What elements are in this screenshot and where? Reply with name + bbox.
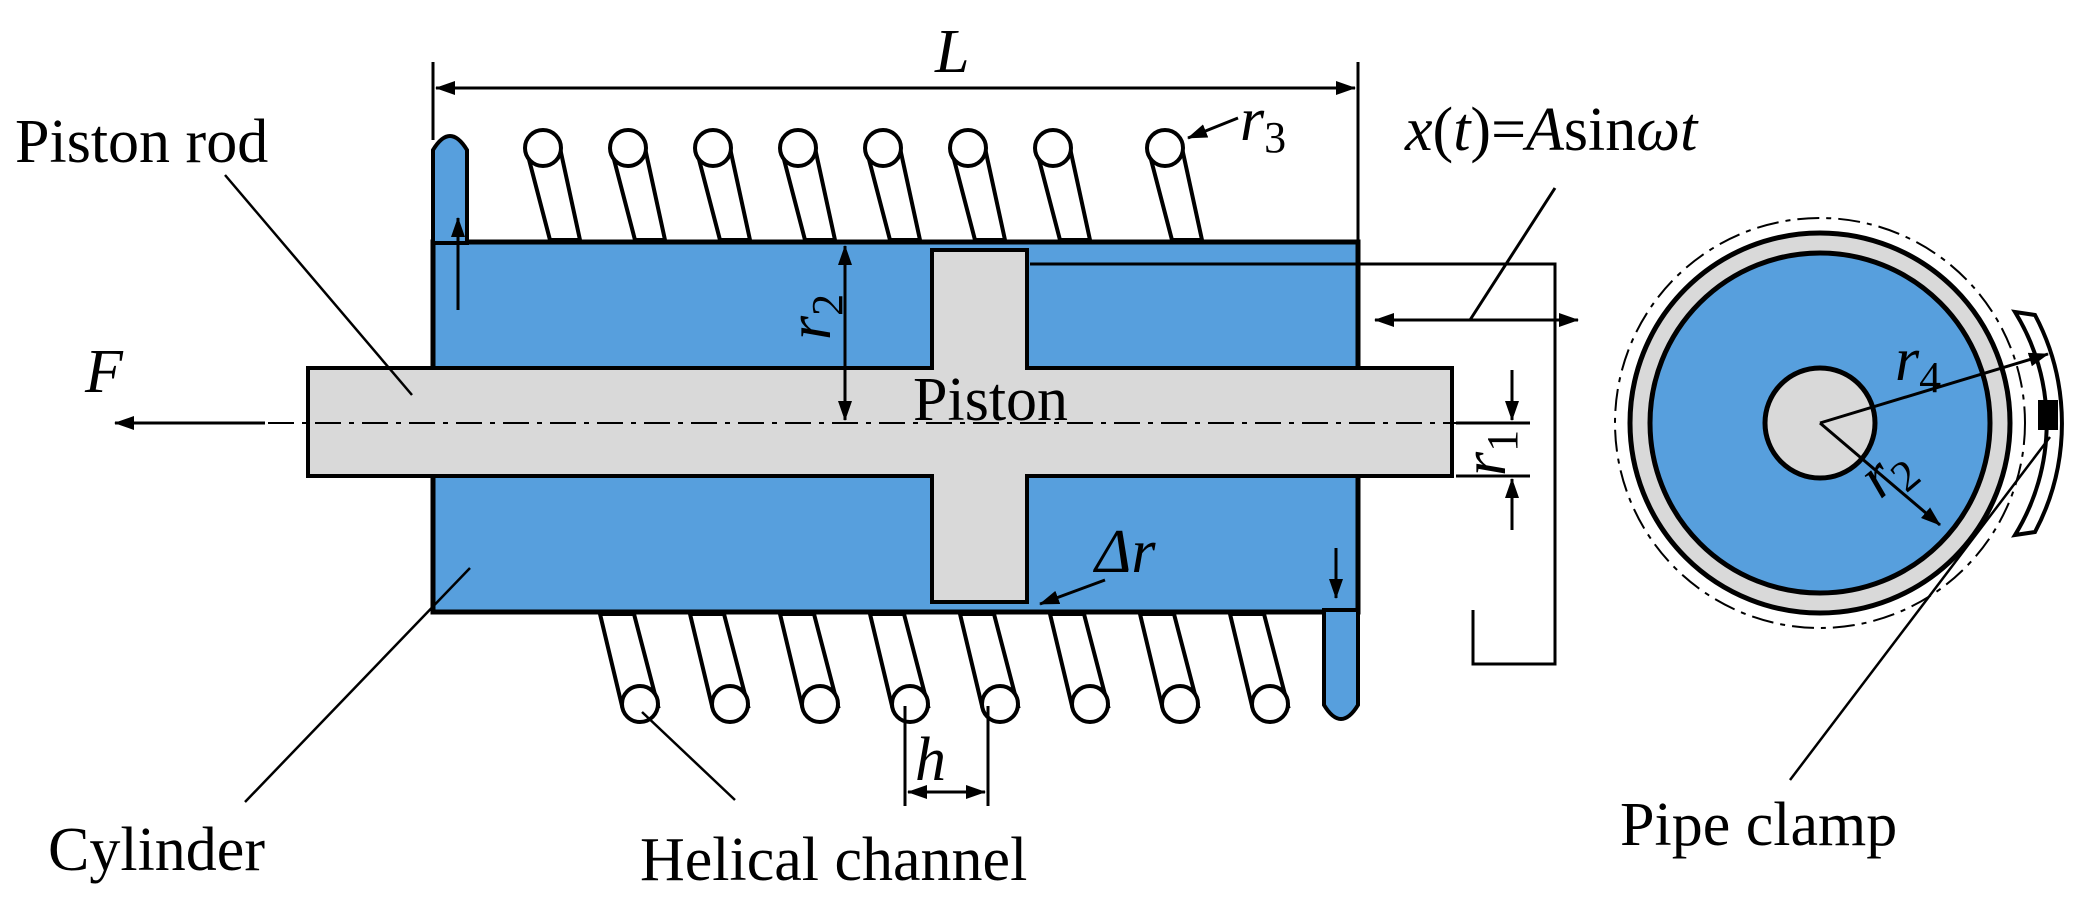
coil-sections-top (523, 128, 1185, 168)
channel-outlet (1322, 608, 1360, 721)
helical-channel-label: Helical channel (640, 826, 1027, 894)
piston-rod-and-piston (306, 248, 1454, 604)
excitation-bracket (1030, 187, 1579, 666)
length-symbol: L (934, 18, 969, 86)
r1-dimension (1456, 370, 1530, 530)
cross-section (1614, 217, 2064, 781)
pitch-symbol: h (915, 726, 946, 794)
force-symbol: F (84, 338, 124, 406)
helical-channel-top (523, 128, 1205, 242)
r3-label: r3 (1240, 86, 1286, 162)
svg-text:r2: r2 (776, 294, 852, 340)
piston-rod-label: Piston rod (15, 108, 268, 176)
clamp-centerline-circle (1614, 217, 2026, 629)
gap-leader (1039, 578, 1106, 606)
piston-rod-leader (224, 174, 413, 396)
r2-label-rotated: r2 (776, 294, 852, 340)
coil-tubes-bottom (597, 612, 1291, 708)
piston-assembly (306, 248, 1454, 604)
svg-text:r1: r1 (1451, 430, 1527, 476)
piston-label: Piston (913, 366, 1068, 434)
channel-inlet (431, 134, 469, 245)
r3-leader (1187, 116, 1239, 140)
pitch-dimension (903, 706, 990, 806)
length-dimension (431, 62, 1360, 240)
gap-symbol: Δr (1092, 518, 1156, 586)
helical-channel-bottom (597, 612, 1291, 724)
cylinder-label: Cylinder (48, 816, 265, 884)
r1-label-rotated: r1 (1451, 430, 1527, 476)
helical-channel-leader (641, 711, 736, 801)
excitation-formula: x(t)=Asinωt (1404, 96, 1699, 164)
cylinder-leader (244, 567, 471, 803)
pipe-clamp-tab (2038, 400, 2058, 430)
pipe-clamp-label: Pipe clamp (1620, 791, 1897, 859)
r4-label: r4 (1895, 326, 1941, 402)
label-leaders (224, 174, 736, 803)
r4-arrow (1819, 352, 2049, 425)
r2-section-arrow (1819, 421, 1941, 527)
coil-sections-bottom (620, 684, 1290, 724)
pipe-clamp-arc (2011, 309, 2064, 538)
pipe-clamp-leader (1789, 436, 2051, 781)
